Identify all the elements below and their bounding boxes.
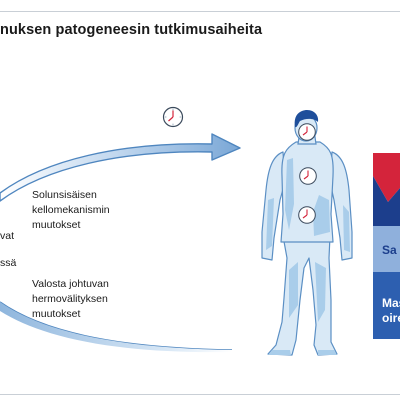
panel-bottom-label: Mas oire [382, 296, 400, 325]
human-figure [261, 110, 353, 356]
partial-caption-2: ssä [0, 257, 17, 269]
right-panel [373, 153, 400, 339]
lower-cycle-arrow [0, 301, 233, 353]
chest-clock-icon [299, 167, 317, 185]
clock-icon [162, 106, 184, 128]
abdomen-clock-icon [298, 206, 316, 224]
head-clock-icon [298, 123, 316, 141]
partial-caption-1: vat [0, 230, 15, 242]
light-transmission-caption: Valosta johtuvan hermovälityksen muutoks… [32, 278, 109, 320]
upper-cycle-arrow [0, 133, 241, 202]
clock-mechanism-caption: Solunsisäisen kellomekanismin muutokset [32, 189, 110, 231]
diagram-title: nuksen patogeneesin tutkimusaiheita [0, 22, 263, 38]
panel-middle-label: Sa [382, 243, 397, 257]
top-rule [0, 11, 400, 12]
bottom-rule [0, 394, 400, 395]
